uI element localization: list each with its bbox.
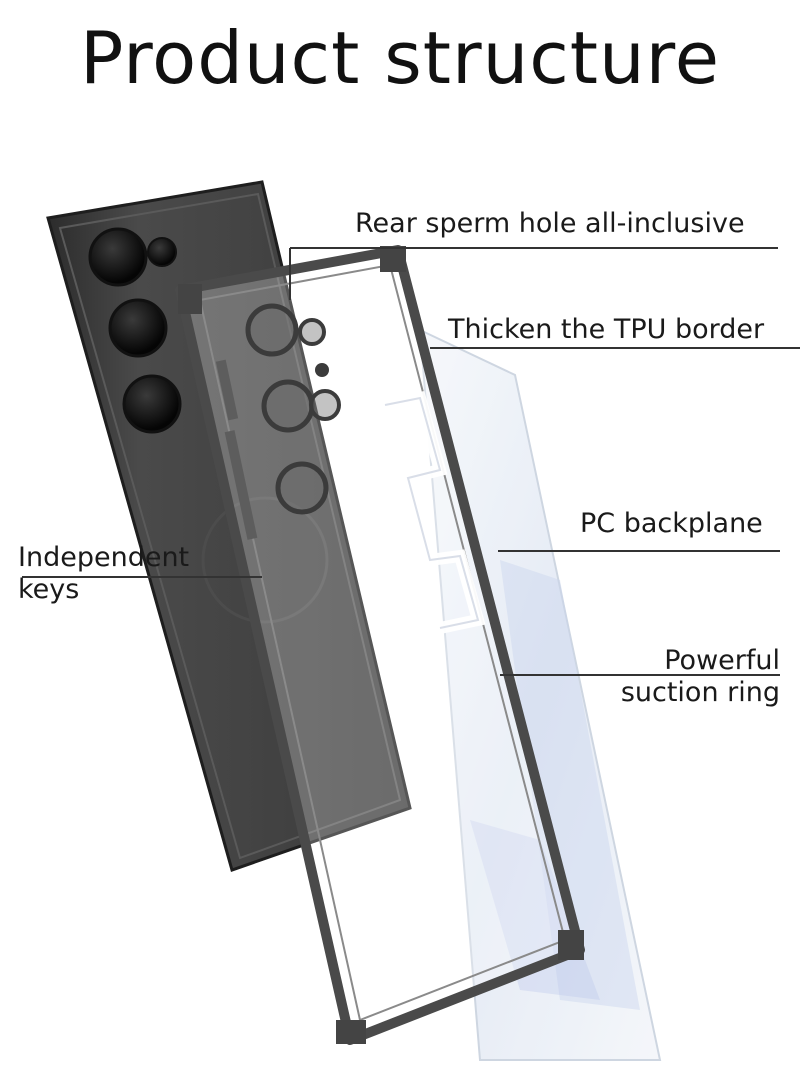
callout-rear-hole: Rear sperm hole all-inclusive — [355, 208, 745, 239]
camera-lens-icon — [147, 237, 177, 267]
callout-suction-ring-line2: suction ring — [620, 677, 780, 708]
callout-suction-ring: Powerful suction ring — [560, 645, 780, 709]
camera-lens-icon — [88, 227, 148, 287]
pc-backplane-shape — [418, 328, 662, 1061]
callout-pc-backplane: PC backplane — [580, 508, 763, 539]
callout-keys-line2: keys — [18, 574, 80, 605]
callout-keys-line1: Independent — [18, 542, 190, 573]
tpu-case-frame — [175, 245, 585, 1045]
callout-suction-ring-line1: Powerful — [664, 645, 780, 676]
page-title: Product structure — [79, 16, 720, 100]
suction-ring-shape — [379, 391, 486, 634]
callout-tpu-border: Thicken the TPU border — [448, 314, 765, 345]
camera-lens-icon — [108, 298, 168, 358]
callout-independent-keys: Independent keys — [18, 542, 189, 606]
magsafe-ring-icon — [201, 496, 329, 624]
leader-lines — [22, 247, 800, 676]
camera-lens-icon — [122, 374, 182, 434]
case-camera-holes — [245, 303, 341, 515]
